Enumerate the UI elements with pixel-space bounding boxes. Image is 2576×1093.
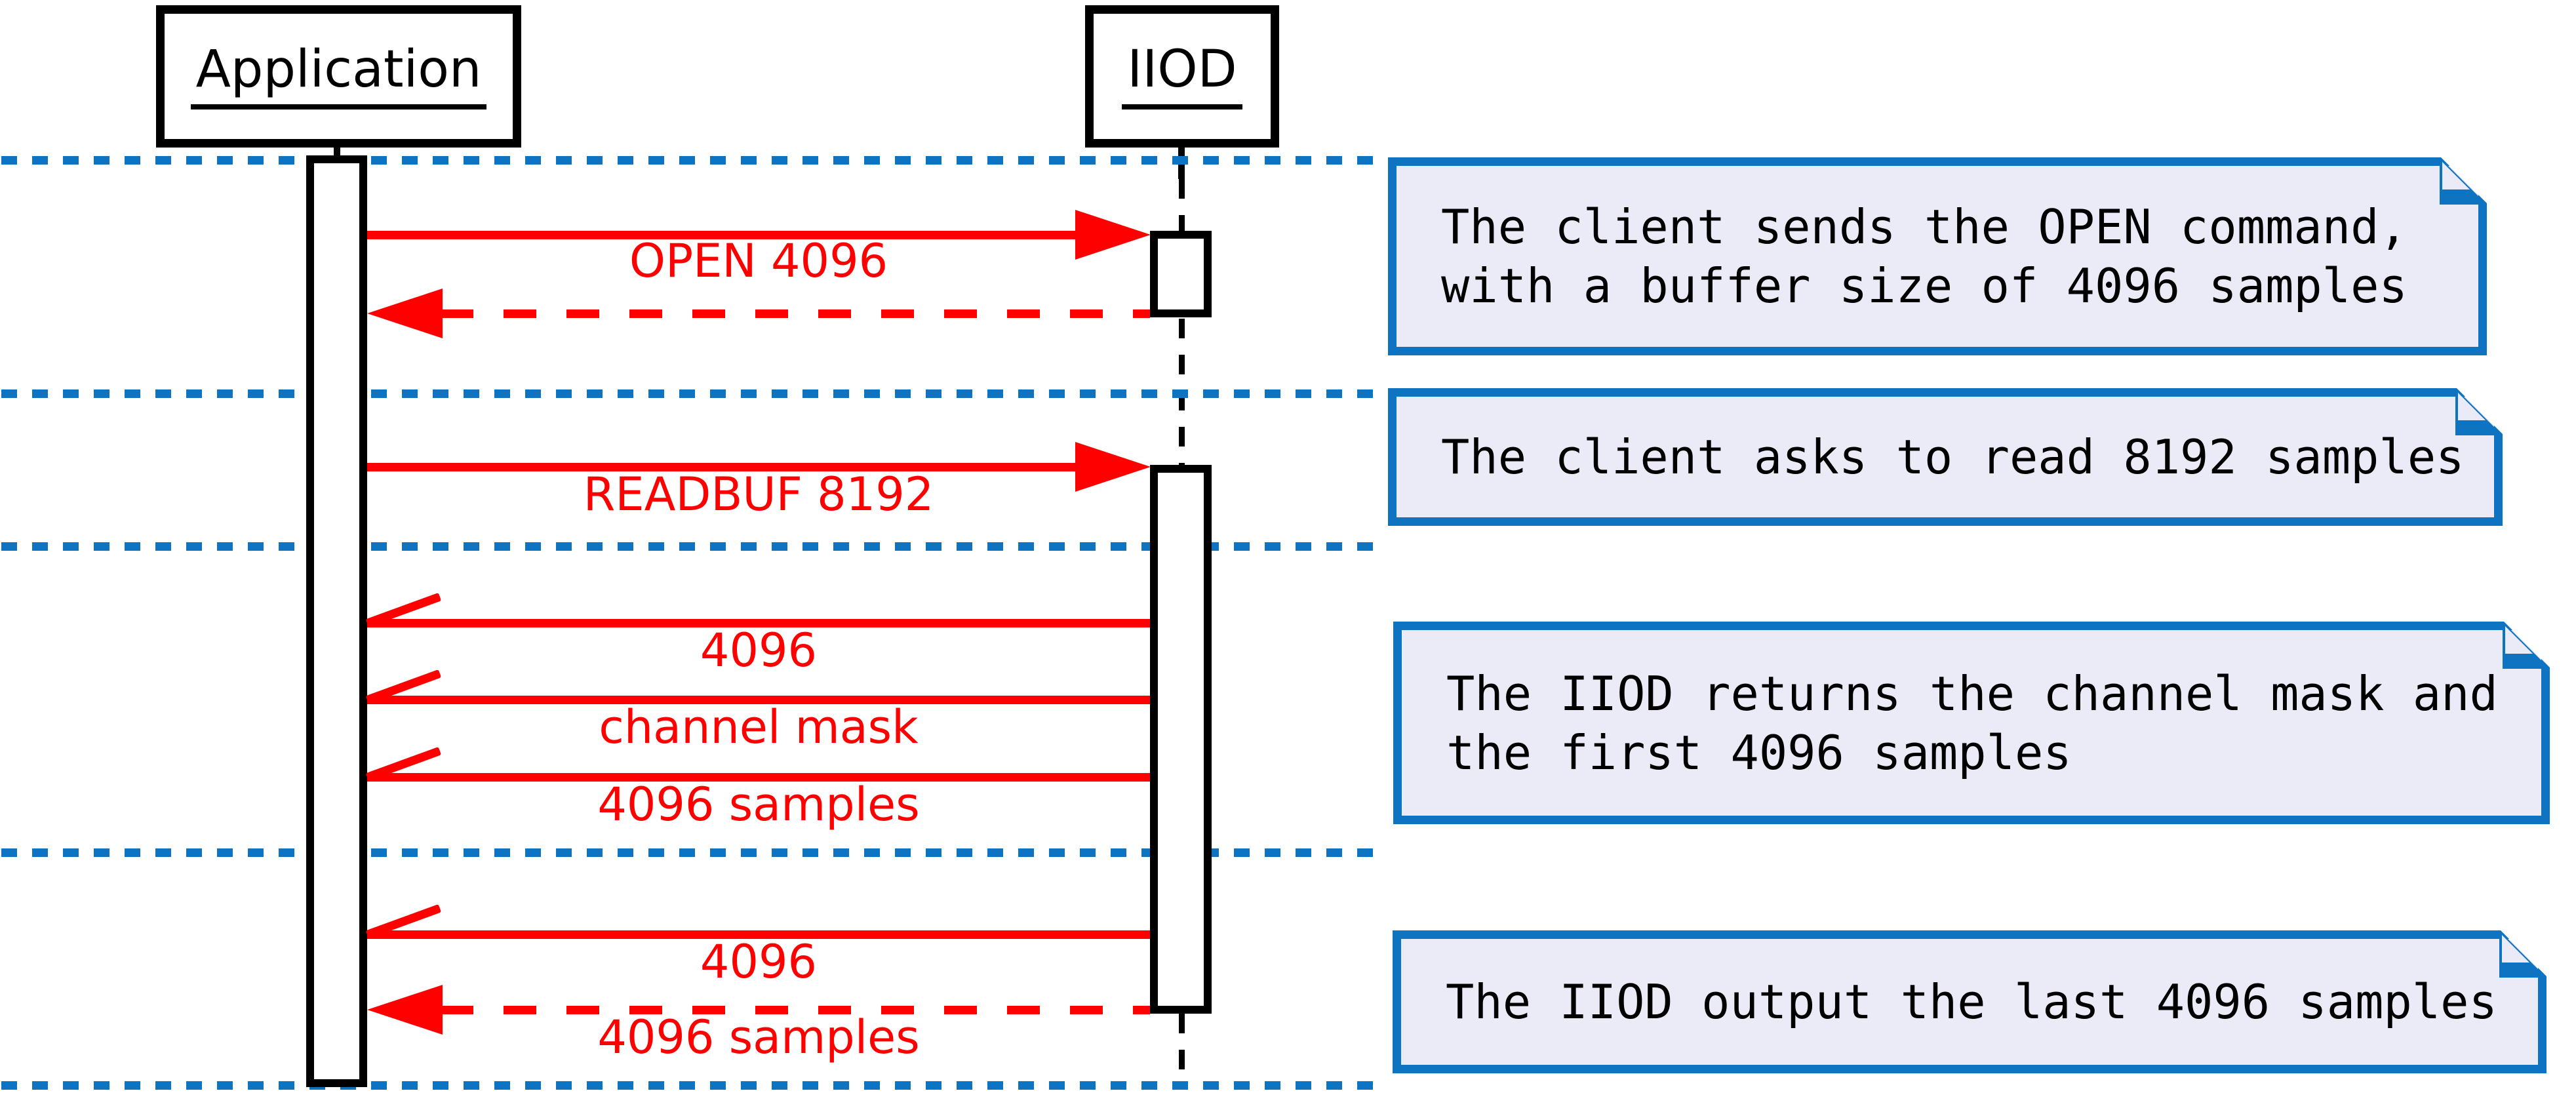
message-last-samples-arrowhead — [367, 985, 443, 1035]
note-fold-corner-inner — [2442, 162, 2470, 189]
note-channel-mask-line-2: the first 4096 samples — [1446, 725, 2072, 780]
page-separator-2 — [1, 389, 1383, 398]
message-open-line — [367, 231, 1077, 239]
message-open-return-line — [441, 309, 1150, 318]
note-fold-corner-inner — [2505, 626, 2533, 654]
participant-iiod: IIOD — [1085, 5, 1279, 148]
message-last-samples-line — [441, 1006, 1150, 1014]
iiod-activation-bar-readbuf — [1150, 465, 1212, 1014]
participant-iiod-label: IIOD — [1122, 44, 1242, 109]
note-open-command: The client sends the OPEN command, with … — [1388, 157, 2487, 355]
message-channel-mask-label: channel mask — [599, 700, 919, 754]
message-4096-samples-line — [367, 773, 1150, 782]
note-fold-corner-inner — [2502, 935, 2529, 963]
note-channel-mask: The IIOD returns the channel mask and th… — [1393, 622, 2550, 824]
page-separator-1 — [1, 156, 1383, 165]
message-last-4096-label: 4096 — [700, 935, 818, 989]
message-4096-line — [367, 619, 1150, 627]
note-fold-corner-inner — [2458, 393, 2486, 420]
message-readbuf-arrowhead — [1075, 442, 1151, 492]
message-readbuf-label: READBUF 8192 — [583, 467, 934, 521]
page-separator-5 — [1, 1081, 1383, 1090]
message-open-return-arrowhead — [367, 288, 443, 338]
application-activation-bar — [306, 155, 367, 1087]
message-4096-samples-label: 4096 samples — [597, 778, 920, 831]
note-open-command-line-2: with a buffer size of 4096 samples — [1441, 258, 2408, 313]
iiod-lifeline-segment-3 — [1179, 1014, 1185, 1075]
application-lifeline-stub — [334, 146, 340, 157]
note-last-samples: The IIOD output the last 4096 samples — [1393, 930, 2546, 1073]
note-read-request-line-1: The client asks to read 8192 samples — [1441, 429, 2465, 485]
note-read-request: The client asks to read 8192 samples — [1388, 388, 2503, 526]
note-channel-mask-line-1: The IIOD returns the channel mask and — [1446, 666, 2498, 721]
iiod-activation-bar-open — [1150, 231, 1212, 317]
iiod-lifeline-segment-1 — [1179, 179, 1185, 232]
message-last-4096-line — [367, 930, 1150, 939]
note-last-samples-line-1: The IIOD output the last 4096 samples — [1446, 974, 2497, 1029]
message-4096-label: 4096 — [700, 624, 818, 677]
message-last-samples-label: 4096 samples — [597, 1010, 920, 1064]
message-open-arrowhead — [1075, 210, 1151, 260]
participant-application: Application — [156, 5, 521, 148]
participant-application-label: Application — [190, 44, 487, 109]
message-channel-mask-line — [367, 696, 1150, 704]
message-open-label: OPEN 4096 — [629, 234, 888, 288]
message-readbuf-line — [367, 463, 1077, 471]
note-open-command-line-1: The client sends the OPEN command, — [1441, 199, 2408, 254]
